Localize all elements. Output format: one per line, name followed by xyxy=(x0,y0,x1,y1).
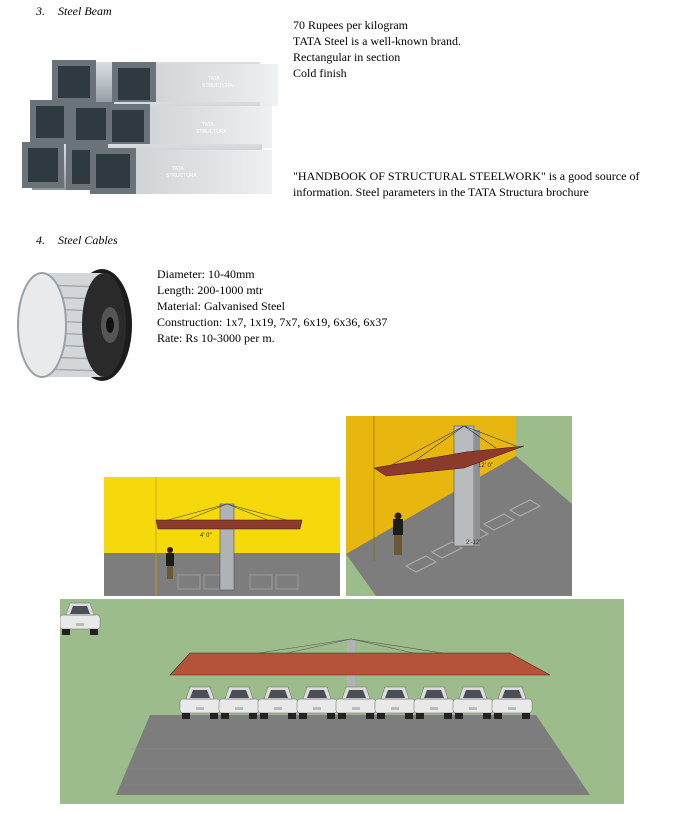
section-3-details: 70 Rupees per kilogram TATA Steel is a w… xyxy=(293,17,461,81)
section-4-number: 4. xyxy=(36,233,45,247)
section-4-details: Diameter: 10-40mm Length: 200-1000 mtr M… xyxy=(157,266,387,346)
front-dimension-label: 4' 0" xyxy=(200,533,212,539)
spec-line: Diameter: 10-40mm xyxy=(157,267,255,281)
beam-label-1b: STRUCTURA xyxy=(202,83,233,89)
section-3-number: 3. xyxy=(36,4,45,18)
spec-line: Material: Galvanised Steel xyxy=(157,299,285,313)
detail-line: 70 Rupees per kilogram xyxy=(293,18,408,32)
canopy-parking-render xyxy=(60,599,624,804)
side-dimension-label: 12' 0" xyxy=(478,463,493,469)
detail-line: Rectangular in section xyxy=(293,50,401,64)
section-4-heading: 4. Steel Cables xyxy=(36,233,118,248)
beam-label-2b: STRUCTURA xyxy=(196,129,227,135)
spec-line: Length: 200-1000 mtr xyxy=(157,283,263,297)
spec-line: Construction: 1x7, 1x19, 7x7, 6x19, 6x36… xyxy=(157,315,388,329)
canopy-front-render: 4' 0" xyxy=(104,477,340,596)
steel-beam-image: TATA STRUCTURA TATA STRUCTURA TATA STRUC… xyxy=(12,42,282,202)
note-line-2: information. Steel parameters in the TAT… xyxy=(293,185,589,199)
beam-label-3a: TATA xyxy=(172,166,184,172)
beam-label-1a: TATA xyxy=(208,76,220,82)
note-line-1: "HANDBOOK OF STRUCTURAL STEELWORK" is a … xyxy=(293,169,640,183)
side-width-label: 2'-12" xyxy=(466,540,481,546)
spec-line: Rate: Rs 10-3000 per m. xyxy=(157,331,275,345)
section-4-title: Steel Cables xyxy=(58,233,118,247)
detail-line: TATA Steel is a well-known brand. xyxy=(293,34,462,48)
beam-label-3b: STRUCTURA xyxy=(166,173,197,179)
beam-label-2a: TATA xyxy=(202,122,214,128)
steel-cable-spool-image xyxy=(12,265,138,385)
canopy-side-render: 12' 0" 2'-12" xyxy=(346,416,572,596)
section-3-title: Steel Beam xyxy=(58,4,112,18)
section-3-heading: 3. Steel Beam xyxy=(36,4,112,19)
section-3-note: "HANDBOOK OF STRUCTURAL STEELWORK" is a … xyxy=(293,168,639,200)
detail-line: Cold finish xyxy=(293,66,347,80)
